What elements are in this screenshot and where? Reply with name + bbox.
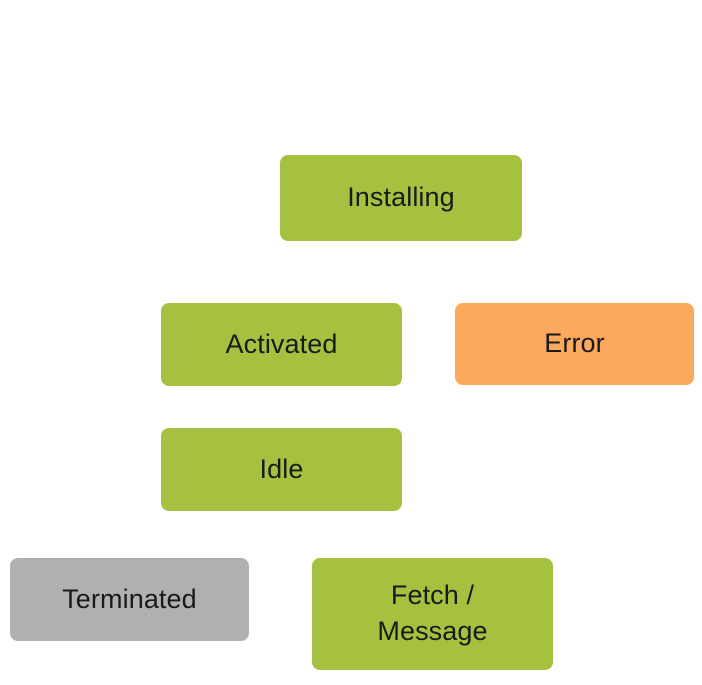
state-node-idle[interactable]: Idle	[161, 428, 402, 511]
state-node-fetch-message[interactable]: Fetch / Message	[312, 558, 553, 670]
state-node-activated[interactable]: Activated	[161, 303, 402, 386]
state-node-error[interactable]: Error	[455, 303, 694, 385]
state-node-terminated[interactable]: Terminated	[10, 558, 249, 641]
state-node-installing[interactable]: Installing	[280, 155, 522, 241]
